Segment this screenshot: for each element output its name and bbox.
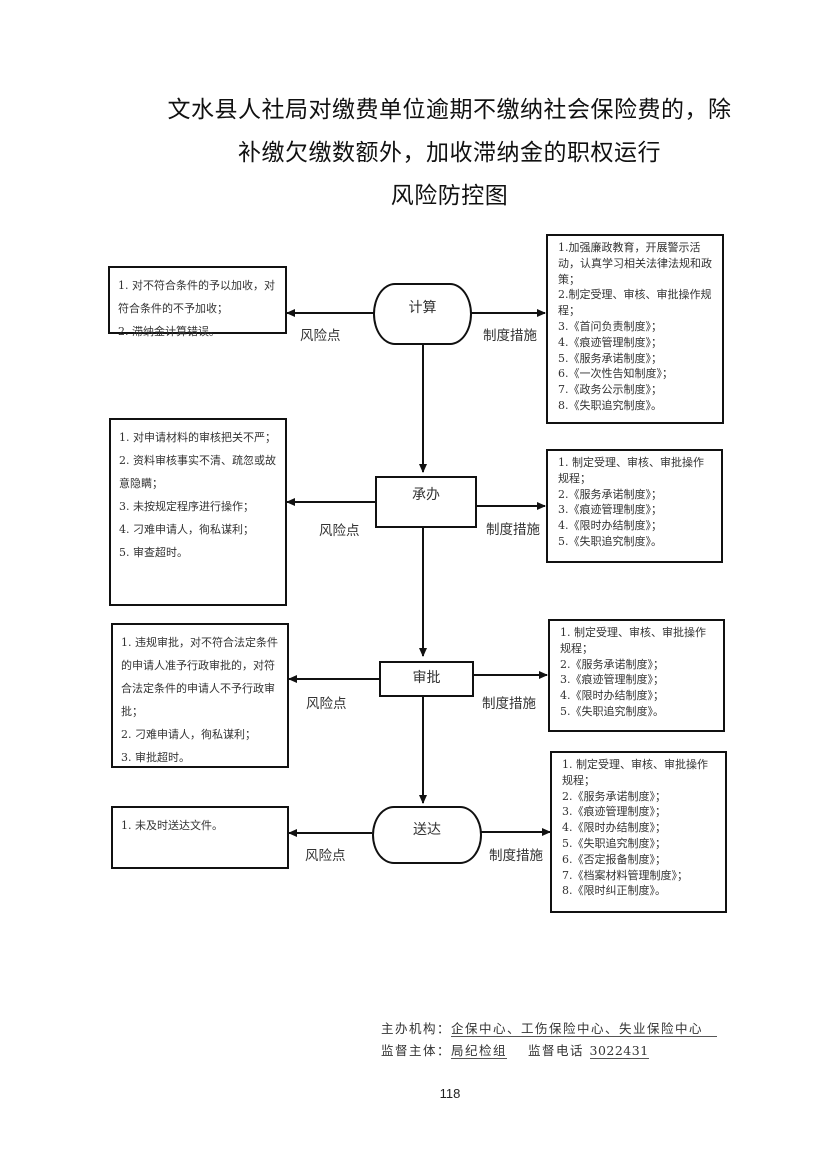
measure-item: 3.《首问负责制度》； (558, 319, 662, 333)
measures-label: 制度措施 (486, 522, 540, 538)
measure-item: 8.《限时纠正制度》。 (562, 884, 666, 898)
measure-item: 1.加强廉政教育，开展警示活动，认真学习相关法律法规和政策； (558, 241, 712, 286)
measure-item: 8.《失职追究制度》。 (558, 398, 662, 412)
risk-box-approve: 1. 违规审批，对不符合法定条件的申请人准予行政审批的，对符合法定条件的申请人不… (111, 623, 289, 768)
risk-item: 5. 审查超时。 (119, 546, 188, 559)
risk-item: 1. 未及时送达文件。 (121, 819, 223, 832)
step-label: 计算 (408, 300, 437, 316)
measure-item: 3.《痕迹管理制度》； (562, 805, 666, 819)
measures-label: 制度措施 (483, 328, 537, 344)
measure-item: 4.《限时办结制度》； (562, 821, 666, 835)
risk-point-label: 风险点 (319, 523, 360, 539)
measure-box-approve: 1. 制定受理、审核、审批操作规程； 2.《服务承诺制度》； 3.《痕迹管理制度… (548, 619, 725, 732)
risk-item: 3. 审批超时。 (121, 751, 190, 764)
measure-box-handle: 1. 制定受理、审核、审批操作规程； 2.《服务承诺制度》； 3.《痕迹管理制度… (546, 449, 723, 563)
supervisor-value: 局纪检组 (451, 1043, 508, 1059)
risk-item: 4. 刁难申请人，徇私谋利； (119, 523, 254, 536)
risk-item: 2. 刁难申请人，徇私谋利； (121, 728, 256, 741)
measure-item: 1. 制定受理、审核、审批操作规程； (560, 626, 706, 655)
measure-item: 3.《痕迹管理制度》； (558, 503, 662, 517)
step-label: 审批 (412, 670, 441, 686)
phone-label: 监督电话 (528, 1043, 585, 1058)
risk-point-label: 风险点 (305, 848, 346, 864)
measures-label: 制度措施 (489, 848, 543, 864)
risk-point-label: 风险点 (300, 328, 341, 344)
measure-item: 5.《服务承诺制度》； (558, 351, 662, 365)
title-line-2: 补缴欠缴数额外，加收滞纳金的职权运行 (238, 140, 661, 166)
title-line-3: 风险防控图 (390, 183, 509, 209)
step-node-handle: 承办 (375, 476, 477, 528)
risk-item: 2. 资料审核事实不清、疏忽或故意隐瞒； (119, 454, 276, 490)
step-label: 送达 (413, 822, 441, 838)
step-node-deliver: 送达 (372, 806, 482, 864)
measure-box-calculate: 1.加强廉政教育，开展警示活动，认真学习相关法律法规和政策； 2.制定受理、审核… (546, 234, 724, 424)
organizer-line: 主办机构：企保中心、工伤保险中心、失业保险中心 (381, 1018, 718, 1037)
risk-box-handle: 1. 对申请材料的审核把关不严； 2. 资料审核事实不清、疏忽或故意隐瞒； 3.… (109, 418, 287, 606)
measure-item: 6.《否定报备制度》； (562, 852, 666, 866)
measure-item: 1. 制定受理、审核、审批操作规程； (562, 758, 708, 787)
risk-box-deliver: 1. 未及时送达文件。 (111, 806, 289, 869)
measure-item: 2.制定受理、审核、审批操作规程； (558, 288, 712, 318)
measure-item: 1. 制定受理、审核、审批操作规程； (558, 456, 704, 485)
measure-item: 5.《失职追究制度》； (562, 836, 666, 850)
measure-item: 5.《失职追究制度》。 (560, 704, 664, 718)
organizer-value: 企保中心、工伤保险中心、失业保险中心 (451, 1021, 718, 1037)
measure-item: 2.《服务承诺制度》； (560, 657, 664, 671)
measure-item: 2.《服务承诺制度》； (562, 789, 666, 803)
title-line-1: 文水县人社局对缴费单位逾期不缴纳社会保险费的，除 (167, 97, 732, 123)
organizer-label: 主办机构： (381, 1021, 452, 1036)
measure-item: 6.《一次性告知制度》； (558, 367, 673, 381)
measure-item: 4.《痕迹管理制度》； (558, 335, 662, 349)
measure-item: 4.《限时办结制度》； (560, 689, 664, 703)
measure-item: 7.《档案材料管理制度》； (562, 868, 688, 882)
supervisor-label: 监督主体： (381, 1043, 452, 1058)
measure-box-deliver: 1. 制定受理、审核、审批操作规程； 2.《服务承诺制度》； 3.《痕迹管理制度… (550, 751, 727, 913)
risk-item: 1. 对申请材料的审核把关不严； (119, 431, 276, 444)
phone-value: 3022431 (589, 1043, 649, 1059)
measure-item: 5.《失职追究制度》。 (558, 534, 662, 548)
step-node-calculate: 计算 (373, 283, 472, 345)
risk-item: 1. 违规审批，对不符合法定条件的申请人准予行政审批的，对符合法定条件的申请人不… (121, 636, 278, 718)
page-number: 118 (439, 1086, 461, 1101)
measure-item: 7.《政务公示制度》； (558, 383, 662, 397)
risk-point-label: 风险点 (306, 696, 347, 712)
risk-item: 3. 未按规定程序进行操作； (119, 500, 254, 513)
measures-label: 制度措施 (482, 696, 536, 712)
supervisor-line: 监督主体：局纪检组 监督电话 3022431 (381, 1040, 649, 1059)
measure-item: 2.《服务承诺制度》； (558, 487, 662, 501)
risk-box-calculate: 1. 对不符合条件的予以加收，对符合条件的不予加收； 2. 滞纳金计算错误。 (108, 266, 287, 338)
measure-item: 4.《限时办结制度》； (558, 519, 662, 533)
measure-item: 3.《痕迹管理制度》； (560, 673, 664, 687)
risk-item: 1. 对不符合条件的予以加收，对符合条件的不予加收； (118, 279, 275, 315)
risk-item: 2. 滞纳金计算错误。 (118, 325, 220, 338)
step-label: 承办 (412, 487, 440, 503)
step-node-approve: 审批 (379, 661, 474, 697)
